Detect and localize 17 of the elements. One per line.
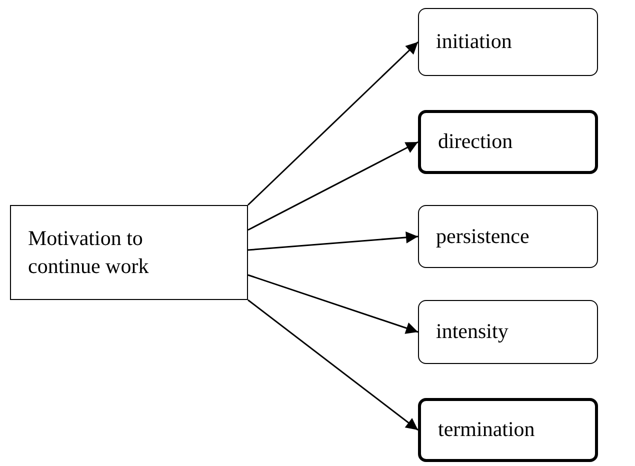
arrow: [248, 274, 418, 334]
node-label: direction: [438, 128, 513, 156]
node-label: termination: [438, 416, 535, 444]
outcome-box: [418, 205, 598, 268]
node-label: persistence: [436, 222, 530, 250]
node-label: initiation: [436, 28, 512, 56]
outcome-box: [418, 8, 598, 76]
arrow: [247, 41, 419, 206]
source-box: [10, 205, 248, 300]
outcome-box: [418, 110, 598, 174]
outcome-box: [418, 398, 598, 462]
outcome-box: [418, 300, 598, 364]
arrow: [248, 231, 418, 251]
node-label: intensity: [436, 318, 508, 346]
arrow: [248, 141, 418, 231]
arrow: [248, 299, 418, 431]
node-label: Motivation to continue work: [28, 225, 150, 280]
